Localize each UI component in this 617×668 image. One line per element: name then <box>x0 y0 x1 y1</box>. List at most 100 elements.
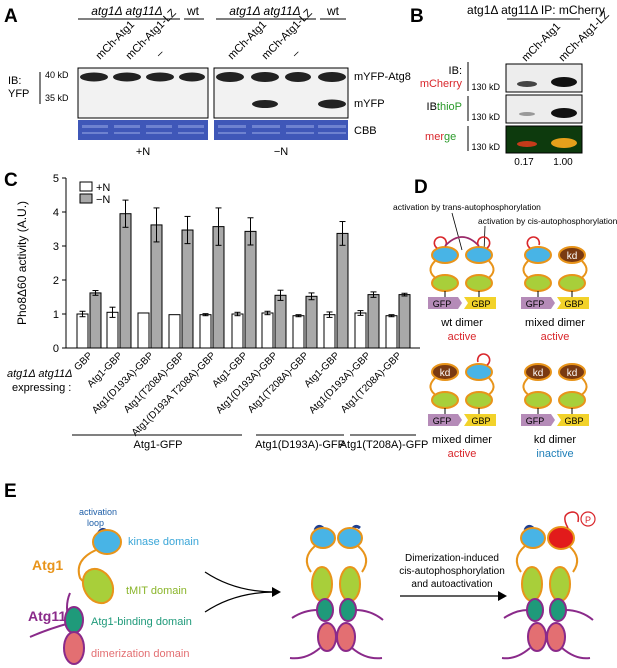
blot-band <box>179 72 205 82</box>
bar <box>181 229 194 349</box>
atg1-binding-domain <box>316 598 334 622</box>
y-tick-label: 2 <box>53 275 59 287</box>
dimer-name: kd dimer <box>534 434 577 446</box>
bar <box>274 294 287 349</box>
kinase-domain <box>337 527 363 549</box>
legend-swatch <box>79 181 93 192</box>
dimer-domain-label: dimerization domain <box>91 648 189 660</box>
panel-a: A atg1Δ atg11Δ wt atg1Δ atg11Δ wt mCh-At… <box>4 4 411 158</box>
group-label: Atg1(D193A)-GFP <box>255 439 345 451</box>
kinase-domain <box>310 527 336 549</box>
bar <box>354 312 367 349</box>
mw-marker: 130 kD <box>471 112 500 122</box>
ib-label: IB: <box>427 101 440 113</box>
ib-label: YFP <box>8 88 29 100</box>
bar <box>244 230 257 349</box>
cis-label: activation by cis-autophosphorylation <box>478 216 617 226</box>
dimer-status: active <box>541 331 570 343</box>
atg1-atg11-complex <box>289 524 384 660</box>
atg1-binding-domain <box>64 606 84 634</box>
bar <box>398 294 411 349</box>
blot-band <box>551 108 577 118</box>
mw-marker: 35 kD <box>45 93 69 103</box>
bar <box>292 315 305 349</box>
tmit-domain <box>465 391 493 409</box>
blot-band <box>551 138 577 148</box>
panel-b-letter: B <box>410 6 424 27</box>
gbp-label: GBP <box>564 299 583 309</box>
cis-arrow <box>476 236 491 249</box>
kd-label: kd <box>567 368 578 379</box>
blot-band <box>216 72 244 82</box>
gbp-label: GBP <box>471 416 490 426</box>
arrow-text: and autoactivation <box>411 579 492 590</box>
ratio-value: 1.00 <box>553 157 573 168</box>
bar <box>150 224 163 349</box>
blot-band <box>318 72 346 82</box>
binding-domain-label: Atg1-binding domain <box>91 616 192 628</box>
kinase-domain <box>465 246 493 264</box>
gfp-label: GFP <box>526 299 545 309</box>
x-tick-label: GBP <box>72 350 95 373</box>
lane-label: – <box>154 47 167 60</box>
ib-label: thioP <box>437 101 462 113</box>
atg1-binding-domain <box>549 598 567 622</box>
ratio-value: 0.17 <box>514 157 534 168</box>
phosphate-icon <box>580 511 596 527</box>
y-tick-label: 5 <box>53 173 59 185</box>
loop-label: activation <box>79 507 117 517</box>
tmit-domain <box>311 566 333 602</box>
gfp-tag <box>428 297 462 309</box>
atg1-label: Atg1 <box>32 557 63 573</box>
arrow-head <box>272 587 281 597</box>
activated-complex: P <box>501 511 596 660</box>
band-label: mYFP <box>354 98 385 110</box>
dimer-name: mixed dimer <box>525 317 585 329</box>
bar <box>119 213 132 349</box>
legend-swatch <box>79 193 93 204</box>
dimer-status: inactive <box>536 448 573 460</box>
tmit-domain <box>558 391 586 409</box>
tmit-domain <box>81 567 115 605</box>
merge-label: mer <box>425 131 444 143</box>
lane-label: – <box>290 47 303 60</box>
atg11-label: Atg11 <box>28 608 66 624</box>
dimer-name: wt dimer <box>440 317 483 329</box>
gfp-tag <box>521 414 555 426</box>
y-axis-label: Pho8Δ60 activity (A.U.) <box>15 201 29 325</box>
kinase-domain <box>520 527 546 549</box>
trans-arrow <box>444 236 480 247</box>
gfp-tag <box>428 414 462 426</box>
mw-marker: 130 kD <box>471 82 500 92</box>
legend-label: −N <box>96 194 110 206</box>
kinase-dead-domain <box>431 363 459 381</box>
cis-arrow <box>433 236 448 249</box>
blot-band <box>285 72 311 82</box>
kinase-domain <box>431 246 459 264</box>
panel-e: E activation loop Atg1 kinase domain tMI… <box>4 481 596 665</box>
bar <box>76 313 89 349</box>
bar <box>89 292 102 349</box>
tmit-domain <box>431 274 459 292</box>
bar <box>261 312 274 349</box>
panel-a-header-wt: wt <box>186 4 200 18</box>
tmit-domain <box>339 566 361 602</box>
blot-band <box>80 72 108 82</box>
dimer-status: active <box>448 331 477 343</box>
tmit-domain <box>465 274 493 292</box>
panel-a-header-wt2: wt <box>326 4 340 18</box>
bar <box>168 314 181 349</box>
bar <box>385 315 398 349</box>
y-tick-label: 4 <box>53 207 59 219</box>
trans-label: activation by trans-autophosphorylation <box>393 202 541 212</box>
lane-label: mCh-Atg1-LZ <box>557 9 612 64</box>
blot-band <box>318 99 346 109</box>
atg1-binding-domain <box>526 598 544 622</box>
group-label: Atg1-GFP <box>134 439 183 451</box>
dimer-name: mixed dimer <box>432 434 492 446</box>
